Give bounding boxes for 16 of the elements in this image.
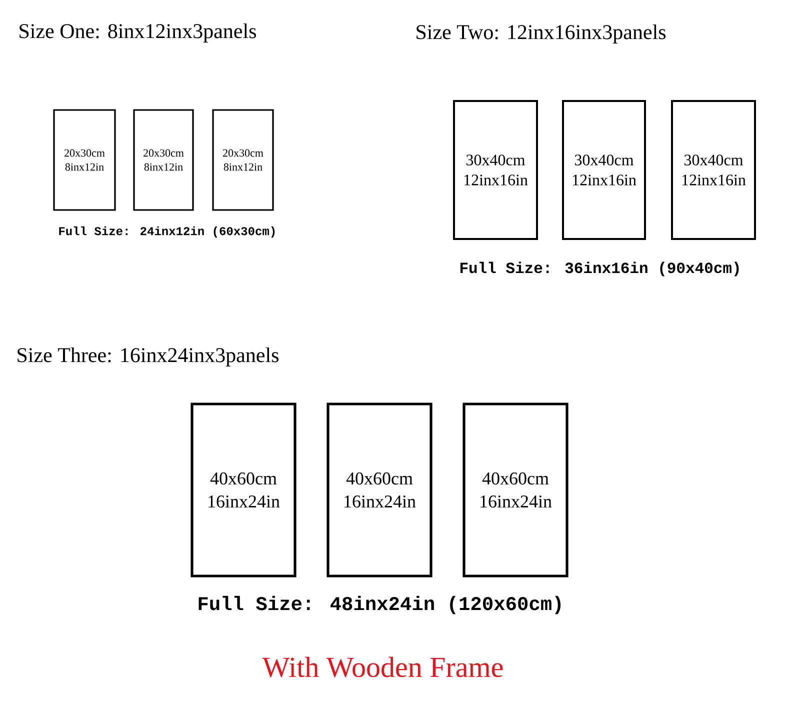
panel-box: 30x40cm 12inx16in [562, 100, 646, 240]
full-size-note: Full Size: 48inx24in (120x60cm) [198, 596, 561, 614]
panel-box: 30x40cm 12inx16in [453, 100, 538, 240]
panel-box: 40x60cm 16inx24in [462, 402, 568, 578]
full-size-note: Full Size: 36inx16in (90x40cm) [460, 262, 739, 276]
panel-box: 30x40cm 12inx16in [671, 100, 756, 240]
size-heading: Size Three: 16inx24inx3panels [18, 347, 278, 367]
full-size-note: Full Size: 24inx12in (60x30cm) [59, 226, 275, 238]
size-heading: Size One: 8inx12inx3panels [20, 23, 256, 42]
panel-box: 40x60cm 16inx24in [190, 402, 296, 578]
panel-box: 40x60cm 16inx24in [326, 402, 432, 578]
frame-note: With Wooden Frame [262, 656, 503, 678]
panel-box: 20x30cm 8inx12in [212, 109, 274, 211]
panel-box: 20x30cm 8inx12in [133, 109, 194, 211]
size-heading: Size Two: 12inx16inx3panels [416, 24, 666, 44]
panel-box: 20x30cm 8inx12in [53, 109, 116, 211]
